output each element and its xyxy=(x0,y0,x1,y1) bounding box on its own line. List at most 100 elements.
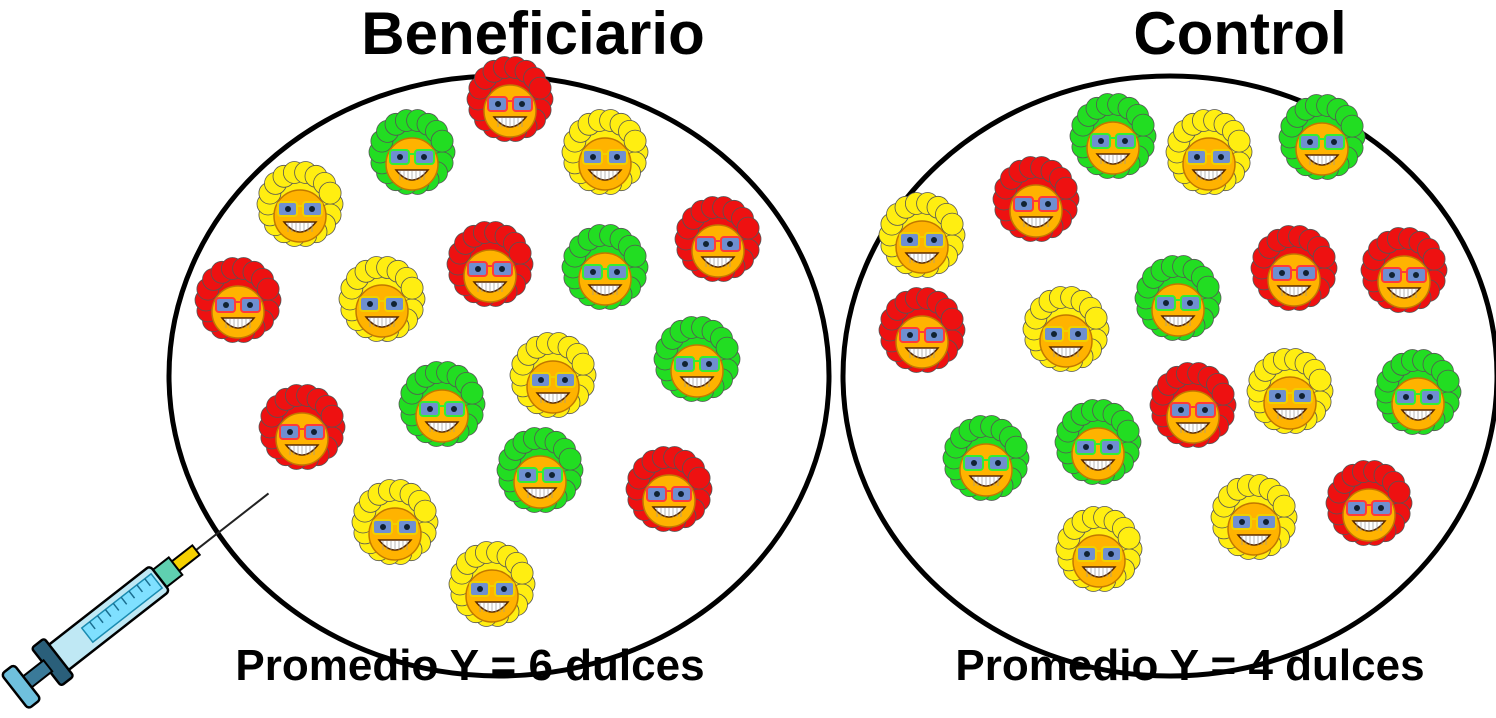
control-people xyxy=(878,93,1462,592)
eye xyxy=(525,472,531,478)
eye xyxy=(1303,270,1309,276)
glasses xyxy=(359,296,405,312)
caption-control: Promedio Y = 4 dulces xyxy=(955,641,1425,690)
eye xyxy=(1389,272,1395,278)
person-control-4 xyxy=(992,156,1080,242)
glasses xyxy=(467,261,513,277)
eye xyxy=(614,269,620,275)
eye xyxy=(1045,201,1051,207)
eye xyxy=(1084,551,1090,557)
eye xyxy=(1239,519,1245,525)
eye xyxy=(1075,331,1081,337)
eye xyxy=(1403,394,1409,400)
eye xyxy=(495,101,501,107)
eye xyxy=(995,460,1001,466)
eye xyxy=(727,241,733,247)
title-beneficiario: Beneficiario xyxy=(361,0,705,67)
eye xyxy=(1202,407,1208,413)
person-treatment-12 xyxy=(258,384,346,470)
person-treatment-15 xyxy=(625,446,713,532)
person-control-8 xyxy=(878,287,966,373)
person-control-10 xyxy=(1022,286,1110,372)
control-group-circle xyxy=(840,73,1496,679)
glasses xyxy=(215,297,261,313)
person-control-3 xyxy=(1278,94,1366,180)
glasses xyxy=(372,519,418,535)
eye xyxy=(1122,138,1128,144)
eye xyxy=(451,406,457,412)
person-control-9 xyxy=(1134,255,1222,341)
treatment-people xyxy=(194,56,762,627)
eye xyxy=(1427,394,1433,400)
person-control-6 xyxy=(1250,225,1338,311)
eye xyxy=(907,237,913,243)
glasses xyxy=(899,232,945,248)
eye xyxy=(682,361,688,367)
glasses xyxy=(419,401,465,417)
eye xyxy=(427,406,433,412)
eye xyxy=(590,269,596,275)
eye xyxy=(931,332,937,338)
eye xyxy=(1275,393,1281,399)
glasses xyxy=(1231,514,1277,530)
eye xyxy=(501,586,507,592)
eye xyxy=(1279,270,1285,276)
person-treatment-16 xyxy=(351,479,439,565)
glasses xyxy=(1186,149,1232,165)
glasses xyxy=(1346,500,1392,516)
eye xyxy=(1108,551,1114,557)
glasses xyxy=(695,236,741,252)
eye xyxy=(499,266,505,272)
eye xyxy=(519,101,525,107)
eye xyxy=(309,206,315,212)
glasses xyxy=(279,424,325,440)
eye xyxy=(311,429,317,435)
eye xyxy=(907,332,913,338)
eye xyxy=(706,361,712,367)
person-control-1 xyxy=(1069,93,1157,179)
glasses xyxy=(1395,389,1441,405)
glasses xyxy=(277,201,323,217)
person-control-17 xyxy=(1210,474,1298,560)
person-treatment-11 xyxy=(653,316,741,402)
eye xyxy=(590,154,596,160)
glasses xyxy=(1271,265,1317,281)
glasses xyxy=(517,467,563,483)
eye xyxy=(1187,300,1193,306)
eye xyxy=(285,206,291,212)
eye xyxy=(1163,300,1169,306)
glasses xyxy=(582,149,628,165)
eye xyxy=(1299,393,1305,399)
glasses xyxy=(1076,546,1122,562)
eye xyxy=(562,377,568,383)
eye xyxy=(654,491,660,497)
eye xyxy=(404,524,410,530)
person-treatment-17 xyxy=(448,541,536,627)
eye xyxy=(1413,272,1419,278)
person-control-16 xyxy=(1325,460,1413,546)
eye xyxy=(223,302,229,308)
eye xyxy=(614,154,620,160)
eye xyxy=(367,301,373,307)
eye xyxy=(475,266,481,272)
glasses xyxy=(899,327,945,343)
person-treatment-8 xyxy=(446,221,534,307)
eye xyxy=(1194,154,1200,160)
eye xyxy=(703,241,709,247)
person-control-18 xyxy=(1055,506,1143,592)
eye xyxy=(549,472,555,478)
eye xyxy=(1331,139,1337,145)
person-treatment-1 xyxy=(466,56,554,142)
person-treatment-10 xyxy=(509,332,597,418)
eye xyxy=(1263,519,1269,525)
eye xyxy=(1098,138,1104,144)
glasses xyxy=(469,581,515,597)
glasses xyxy=(487,96,533,112)
eye xyxy=(1307,139,1313,145)
person-treatment-13 xyxy=(398,361,486,447)
eye xyxy=(1378,505,1384,511)
person-control-14 xyxy=(1149,362,1237,448)
glasses xyxy=(1381,267,1427,283)
eye xyxy=(1178,407,1184,413)
